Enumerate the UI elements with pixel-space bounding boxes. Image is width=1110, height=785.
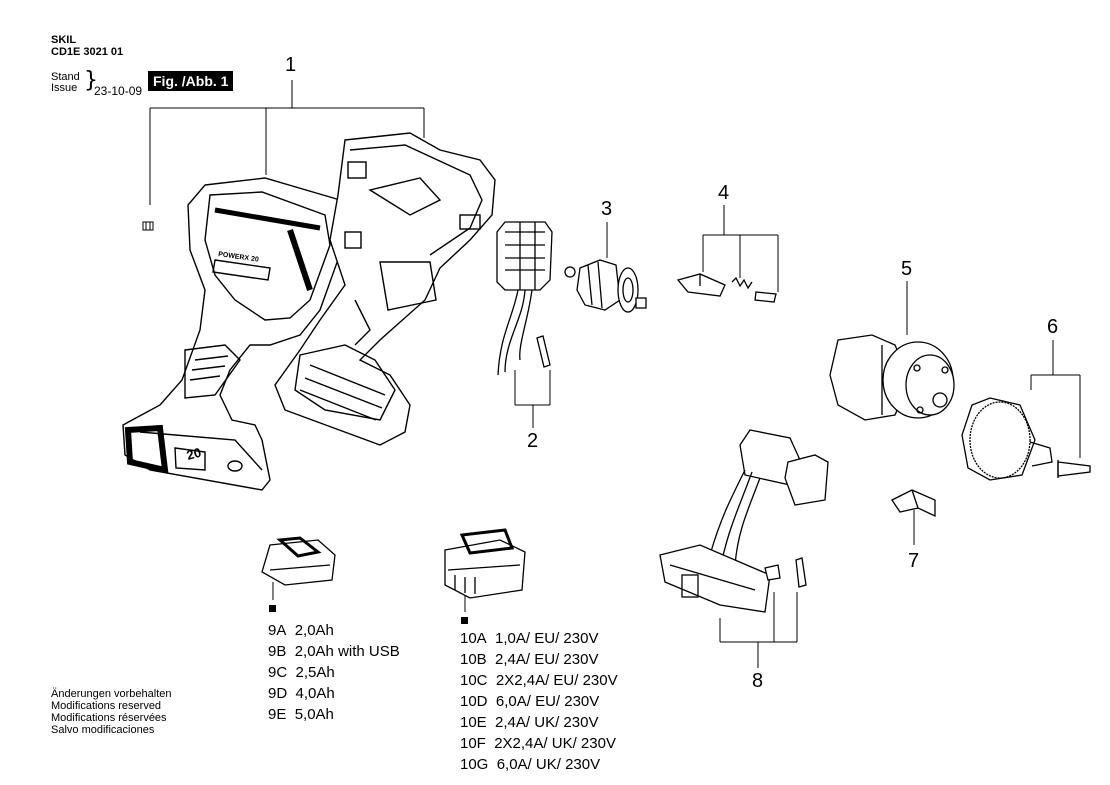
disclaimer-fr: Modifications réservées	[51, 712, 167, 724]
list-item: 10G 6,0A/ UK/ 230V	[460, 756, 601, 773]
charger	[444, 528, 526, 599]
figure-label: Fig. /Abb. 1	[148, 71, 234, 91]
callout-6: 6	[1047, 316, 1059, 338]
battery-list: 9A 2,0Ah 9B 2,0Ah with USB 9C 2,5Ah 9D 4…	[268, 622, 400, 727]
issue-date: 23-10-09	[94, 84, 143, 98]
callout-1: 1	[285, 54, 297, 76]
list-item: 10E 2,4A/ UK/ 230V	[460, 714, 599, 731]
direction-switch-parts	[676, 273, 777, 303]
battery-pack	[261, 536, 336, 586]
lock-part	[891, 489, 936, 518]
list-item: 10C 2X2,4A/ EU/ 230V	[460, 672, 618, 689]
list-item: 9D 4,0Ah	[268, 685, 335, 702]
drawing-code: CD1E 3021 01	[51, 46, 124, 58]
callout-5: 5	[901, 258, 913, 280]
stand-label: Stand	[51, 71, 80, 83]
disclaimer-de: Änderungen vorbehalten	[51, 688, 172, 700]
list-item: 10A 1,0A/ EU/ 230V	[460, 630, 599, 647]
disclaimer-en: Modifications reserved	[51, 700, 162, 712]
motor-stator	[496, 221, 553, 376]
issue-label: Issue	[51, 82, 78, 94]
battery-optional-marker	[269, 605, 276, 612]
keyless-chuck	[961, 397, 1091, 481]
list-item: 10F 2X2,4A/ UK/ 230V	[460, 735, 616, 752]
callout-3: 3	[601, 198, 613, 220]
charger-optional-marker	[461, 617, 468, 624]
brace-symbol: }	[84, 68, 98, 93]
housing-screw	[143, 222, 153, 230]
list-item: 9E 5,0Ah	[268, 706, 334, 723]
list-item: 10B 2,4A/ EU/ 230V	[460, 651, 599, 668]
callout-2: 2	[527, 430, 539, 452]
right-housing-half	[274, 132, 496, 446]
gearbox	[829, 334, 955, 421]
motor-rotor	[564, 259, 647, 313]
housing-voltage-marking: 20	[185, 445, 203, 463]
callout-7: 7	[908, 550, 920, 572]
brand-name: SKIL	[51, 34, 77, 46]
list-item: 9C 2,5Ah	[268, 664, 335, 681]
disclaimer-es: Salvo modificaciones	[51, 724, 155, 736]
leader-lines	[149, 80, 1081, 668]
trigger-switch-module	[659, 429, 829, 613]
list-item: 10D 6,0A/ EU/ 230V	[460, 693, 600, 710]
callout-8: 8	[752, 670, 764, 692]
list-item: 9A 2,0Ah	[268, 622, 334, 639]
disclaimer-block: Änderungen vorbehalten Modifications res…	[51, 688, 171, 736]
charger-list: 10A 1,0A/ EU/ 230V 10B 2,4A/ EU/ 230V 10…	[460, 630, 618, 777]
left-housing-half	[122, 177, 346, 491]
list-item: 9B 2,0Ah with USB	[268, 643, 400, 660]
callout-4: 4	[718, 182, 730, 204]
